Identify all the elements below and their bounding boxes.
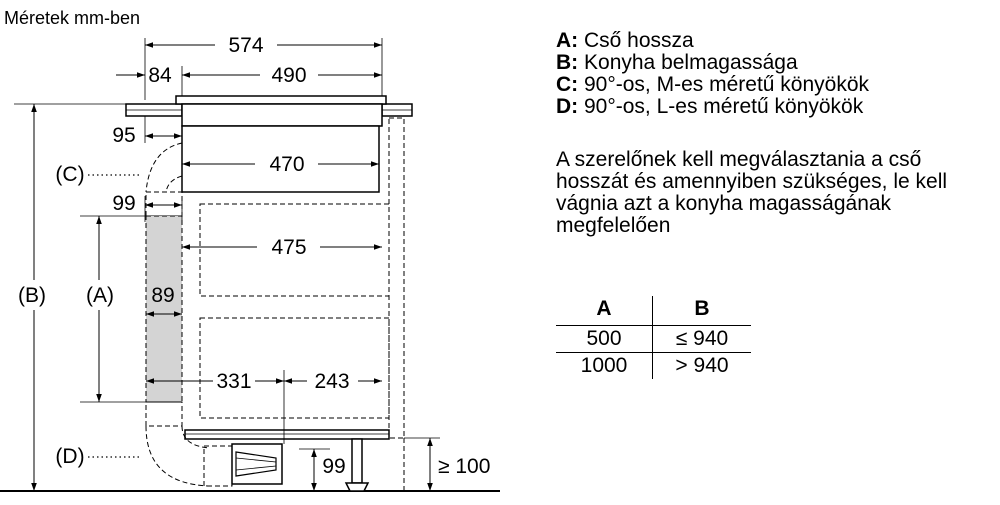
extraction-unit xyxy=(181,125,380,193)
dim-100: ≥ 100 xyxy=(438,455,490,478)
label-a: (A) xyxy=(86,284,114,307)
cabinet-leg xyxy=(351,438,363,484)
table-header-a: A xyxy=(556,296,653,326)
length-height-table: A B 500 ≤ 940 1000 > 940 xyxy=(556,296,751,379)
dim-99-bottom: 99 xyxy=(322,455,345,478)
dim-89: 89 xyxy=(151,284,174,307)
elbow-d xyxy=(145,425,211,487)
dim-470: 470 xyxy=(269,153,304,176)
dim-84: 84 xyxy=(148,64,172,87)
dim-243: 243 xyxy=(314,370,349,393)
table-cell: 1000 xyxy=(556,352,653,379)
legend-item-a: A: Cső hossza xyxy=(556,29,694,52)
dim-95: 95 xyxy=(112,124,135,147)
label-b: (B) xyxy=(18,284,46,307)
drawer-lower xyxy=(199,317,390,419)
label-d: (D) xyxy=(55,445,84,468)
installer-note: A szerelőnek kell megválasztania a cső h… xyxy=(556,148,948,237)
table-header-b: B xyxy=(652,296,751,326)
legend: A: Cső hossza B: Konyha belmagassága C: … xyxy=(556,30,986,118)
table-cell: ≤ 940 xyxy=(652,325,751,353)
table-row: 500 ≤ 940 xyxy=(556,325,751,353)
legend-item-d: D: 90°-os, L-es méretű könyökök xyxy=(556,95,864,118)
label-c: (C) xyxy=(55,163,84,186)
pipe xyxy=(145,215,183,403)
dim-574: 574 xyxy=(228,34,263,57)
table-cell: 500 xyxy=(556,325,653,353)
table-row: 1000 > 940 xyxy=(556,352,751,379)
dim-99-top: 99 xyxy=(112,192,135,215)
drawing-title: Méretek mm-ben xyxy=(4,8,140,28)
cabinet-side-wall xyxy=(388,117,405,439)
legend-item-c: C: 90°-os, M-es méretű könyökök xyxy=(556,73,870,96)
cabinet-bottom xyxy=(184,429,390,440)
legend-item-b: B: Konyha belmagassága xyxy=(556,51,798,74)
outlet-grille xyxy=(231,443,283,485)
cooktop-glass xyxy=(175,95,387,105)
dim-331: 331 xyxy=(216,370,251,393)
cooktop-body xyxy=(181,103,383,127)
dim-490: 490 xyxy=(271,64,306,87)
dim-475: 475 xyxy=(271,236,306,259)
table-cell: > 940 xyxy=(675,354,729,377)
elbow-c xyxy=(145,142,183,193)
